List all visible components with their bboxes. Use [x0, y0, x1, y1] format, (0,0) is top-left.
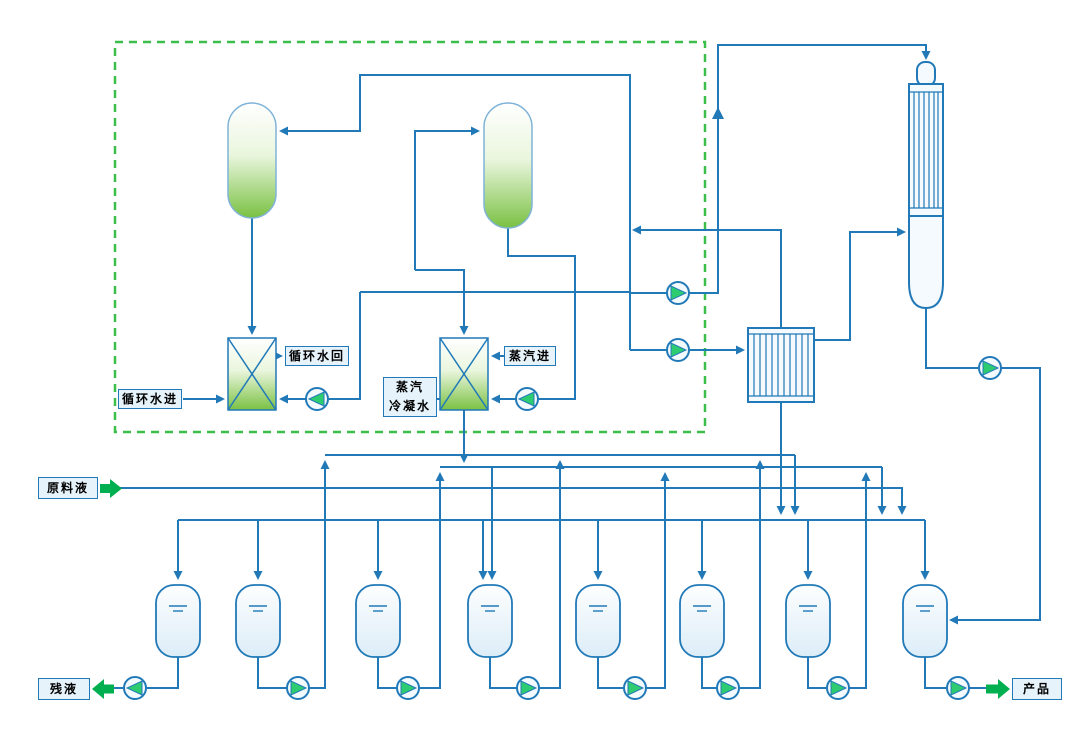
- steam-heat-exchanger: [439, 337, 489, 411]
- pipe: [924, 657, 947, 689]
- label-steam-condensate: 蒸汽 冷凝水: [383, 377, 437, 417]
- tank-1: [155, 584, 201, 658]
- tank-7: [785, 584, 831, 658]
- tank-4: [467, 584, 513, 658]
- label-cooling-water-return: 循环水回: [285, 346, 349, 366]
- pipe: [632, 225, 782, 328]
- evaporator-vessel-1: [227, 102, 277, 219]
- label-steam-in: 蒸汽进: [504, 346, 556, 366]
- tank-3: [355, 584, 401, 658]
- pipe: [925, 308, 978, 369]
- pump-column-bottoms: [978, 356, 1002, 380]
- pipe: [414, 126, 480, 270]
- column-tube-section: [908, 83, 944, 217]
- pipe: [701, 657, 717, 689]
- tank-2: [235, 584, 281, 658]
- pump-tank-7: [826, 676, 850, 700]
- pipe: [814, 227, 906, 341]
- pipe: [146, 657, 179, 689]
- pump-residue: [123, 676, 147, 700]
- product-arrow-icon: [986, 679, 1010, 699]
- cooling-water-heat-exchanger: [227, 337, 277, 411]
- pump-tank-5: [623, 676, 647, 700]
- pipe: [507, 228, 576, 400]
- pipe-network: [112, 44, 1041, 689]
- pump-product: [946, 676, 970, 700]
- pump-transfer-1: [666, 281, 690, 305]
- plate-heat-exchanger: [747, 327, 815, 403]
- pipe: [415, 269, 469, 335]
- pipe: [646, 472, 670, 689]
- evaporation-zone-border: [113, 40, 707, 434]
- column-bottom-shell: [908, 215, 944, 310]
- pipe: [257, 657, 287, 689]
- residue-arrow-icon: [92, 679, 114, 699]
- pipe: [949, 367, 1041, 625]
- tank-8: [902, 584, 948, 658]
- pump-tank-6: [716, 676, 740, 700]
- tank-6: [679, 584, 725, 658]
- pipe: [279, 74, 631, 350]
- pipe: [739, 460, 765, 689]
- pump-tank-4: [516, 676, 540, 700]
- pipe-feed: [120, 487, 907, 515]
- pump-transfer-2: [666, 338, 690, 362]
- column-top-cap: [916, 61, 936, 87]
- pump-circulation-1: [305, 387, 329, 411]
- label-steam-condensate-line1: 蒸汽: [395, 380, 424, 394]
- pump-tank-3: [396, 676, 420, 700]
- pipe: [849, 472, 871, 689]
- pump-tank-2: [286, 676, 310, 700]
- arrowhead-up: [712, 107, 724, 119]
- label-steam-condensate-line2: 冷凝水: [388, 399, 431, 413]
- label-feed: 原料液: [38, 477, 98, 499]
- pump-circulation-2: [515, 387, 539, 411]
- pipe: [597, 657, 624, 689]
- feed-arrow-icon: [100, 479, 122, 498]
- tank-5: [575, 584, 621, 658]
- label-product: 产品: [1012, 678, 1062, 700]
- pipe: [419, 472, 445, 689]
- evaporator-vessel-2: [483, 102, 533, 229]
- pipe: [807, 657, 827, 689]
- pipe: [328, 292, 361, 400]
- pipe: [689, 44, 931, 294]
- pipe: [309, 460, 330, 689]
- pipe: [539, 460, 565, 689]
- label-cooling-water-in: 循环水进: [118, 389, 182, 409]
- label-residue: 残液: [38, 678, 90, 700]
- pipe: [489, 657, 517, 689]
- pipe: [377, 657, 397, 689]
- distillation-column: [908, 61, 944, 310]
